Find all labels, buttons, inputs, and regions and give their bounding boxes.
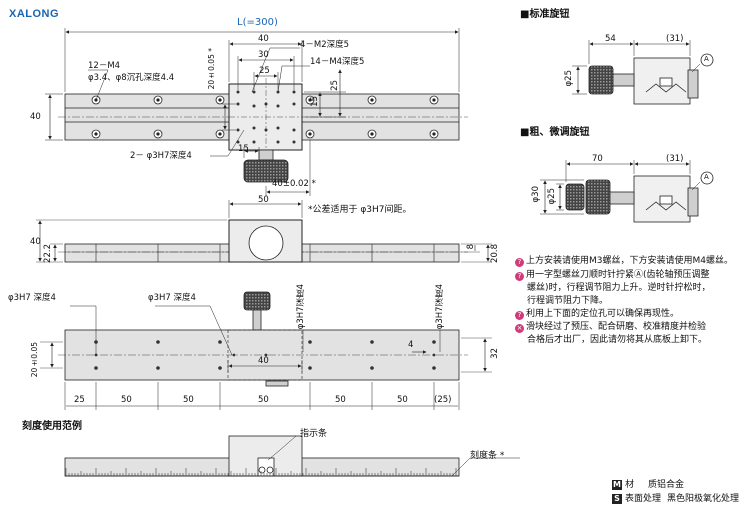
knob-fine-marker-a: A [704,173,709,181]
dim-40-height: 40 [30,112,41,122]
dim-25: 25 [259,66,270,76]
pin-mid-label: φ3H7 深度4 [148,293,196,303]
note-2-line-3: 行程调节阻力下降。 [527,296,609,306]
pin-vertical-right: φ3H7深度4 [435,284,445,330]
top-view [45,28,468,196]
side-dim-20-8: 20.8 [490,244,500,263]
bottom-dim-32: 32 [490,348,500,359]
note-bullet-icon: ? [515,311,524,320]
scale-example-title: 刻度使用范例 [22,421,82,432]
bottom-dim-20-tolerance: 20±0.05 [30,342,39,378]
dim-40-tolerance: 40±0.02 * [272,179,316,189]
pitch-1: 50 [121,395,132,405]
note-bullet-icon: ? [515,272,524,281]
side-view [36,200,492,263]
warning-x-icon: × [515,324,524,333]
dim-15-knob: 15 [238,144,249,154]
knob-fine-title: ■粗、微调旋钮 [520,127,590,138]
pin-vertical-mid: φ3H7深度4 [296,284,306,330]
knob-standard-dim-31: (31) [666,34,684,44]
scale-example-view [64,435,520,477]
dim-40: 40 [258,34,269,44]
brand-logo: XALONG [9,8,60,20]
note-3: ?利用上下面的定位孔可以确保再现性。 [515,310,679,320]
dim-20-tolerance: 20±0.05 * [207,48,216,90]
surface-badge: S [612,494,622,504]
pitch-3: 50 [258,395,269,405]
pitch-0: 25 [74,395,85,405]
bottom-view [40,291,492,410]
knob-fine-phi25: φ25 [547,188,557,205]
knob-standard-marker-a: A [704,55,709,63]
length-label: L(=300) [237,17,278,28]
counterbore-label: φ3.4、φ8沉孔深度4.4 [88,73,175,83]
side-dim-8: 8 [466,244,476,250]
pitch-2: 50 [183,395,194,405]
pitch-6: (25) [434,395,452,405]
knob-fine-phi30: φ30 [531,186,541,203]
note-4: ×滑块经过了预压、配合研磨、校准精度并检验 [515,322,707,333]
scale-strip-label: 刻度条 * [470,451,505,461]
dim-30: 30 [258,50,269,60]
side-dim-40: 40 [30,237,41,247]
pitch-5: 50 [397,395,408,405]
knob-fine-drawing [540,160,714,223]
note-2: ?用一字型螺丝刀顺时针拧紧Ⓐ(齿轮轴预压调整 [515,271,710,281]
knob-standard-dim-54: 54 [605,34,616,44]
knob-fine-dim-70: 70 [592,154,603,164]
note-bullet-icon: ? [515,258,524,267]
pin-left-label: φ3H7 深度4 [8,293,56,303]
pin-hole-label: 2－ φ3H7深度4 [130,151,192,161]
bottom-dim-40: 40 [258,356,269,366]
dim-15: 15 [310,96,320,107]
tolerance-note: *公差适用于 φ3H7间距。 [308,205,412,215]
note-1: ?上方安装请使用M3螺丝，下方安装请使用M4螺丝。 [515,257,733,267]
note-2-line-2: 螺丝)时，行程调节阻力上升。逆时针拧松时， [527,283,711,293]
pitch-4: 50 [335,395,346,405]
note-4-line-2: 合格后才出厂，因此请勿将其从底板上卸下。 [527,335,708,345]
knob-fine-dim-31: (31) [666,154,684,164]
bottom-dim-4: 4 [408,340,414,350]
knob-standard-drawing [572,40,714,105]
dim-25-vertical: 25 [330,80,340,91]
knob-standard-phi25: φ25 [564,70,574,87]
material-badge: M [612,480,622,490]
m4-depth-label: 14－M4深度5 [310,57,365,67]
side-dim-50: 50 [258,195,269,205]
indicator-label: 指示条 [300,429,328,439]
screw-m4-label: 12－M4 [88,61,121,71]
knob-standard-title: ■标准旋钮 [520,9,570,20]
side-dim-22-2: 22.2 [43,244,53,263]
m2-depth-label: 4－M2深度5 [300,40,350,50]
